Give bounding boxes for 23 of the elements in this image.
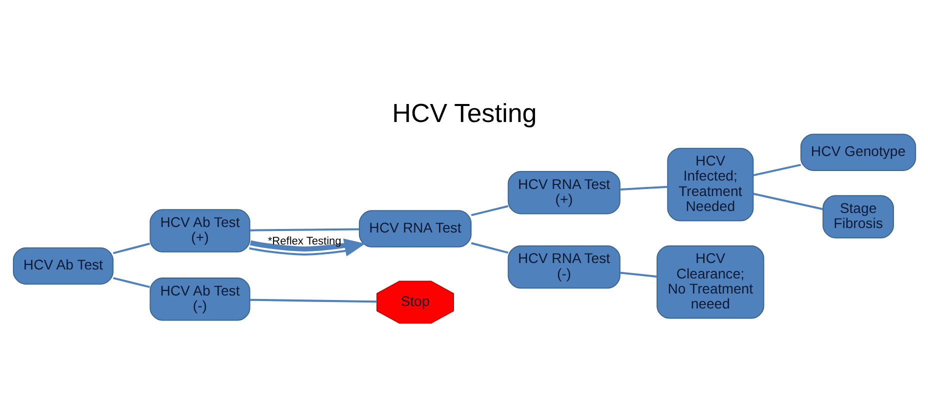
connector bbox=[752, 163, 800, 176]
connector bbox=[470, 242, 508, 254]
connector bbox=[752, 192, 823, 210]
edge-label: *Reflex Testing bbox=[267, 235, 341, 248]
connector bbox=[620, 185, 668, 190]
connector bbox=[112, 276, 150, 288]
node-box: HCV Infected; Treatment Needed bbox=[666, 147, 754, 221]
node-box: HCV RNA Test bbox=[358, 210, 472, 247]
node-box: HCV Ab Test (-) bbox=[149, 277, 250, 320]
connector bbox=[619, 271, 657, 278]
connector bbox=[249, 228, 359, 231]
node-box: HCV Ab Test bbox=[12, 246, 113, 284]
connector bbox=[249, 298, 376, 302]
diagram-title: HCV Testing bbox=[392, 97, 536, 128]
node-box: HCV Clearance; No Treatment neeed bbox=[656, 244, 764, 318]
node-box: HCV RNA Test (-) bbox=[507, 244, 620, 288]
arrow bbox=[248, 238, 365, 256]
connector bbox=[112, 242, 150, 254]
node-box: Stage Fibrosis bbox=[822, 194, 894, 238]
connector bbox=[470, 204, 508, 216]
node-box: HCV Genotype bbox=[800, 133, 916, 170]
node-box: HCV RNA Test (+) bbox=[507, 170, 620, 214]
node-box: HCV Ab Test (+) bbox=[149, 208, 250, 252]
